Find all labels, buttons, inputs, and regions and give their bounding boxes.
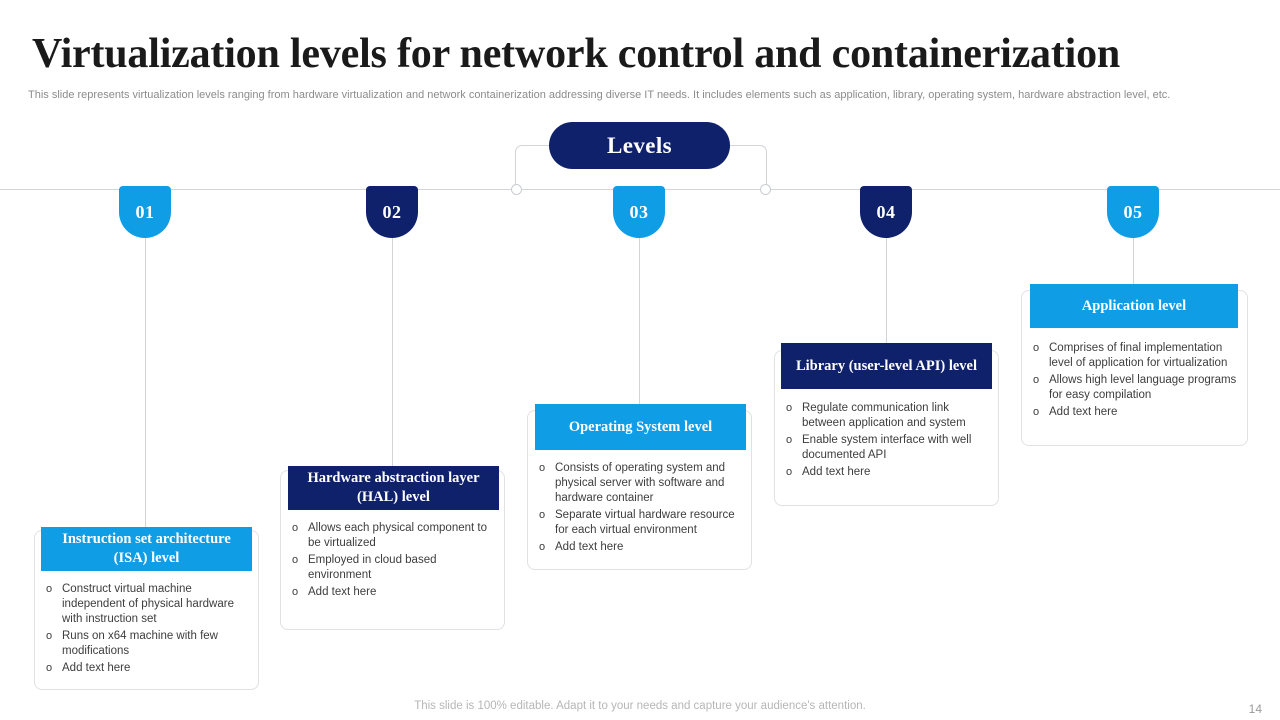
level-card-heading-01: Instruction set architecture (ISA) level <box>41 527 252 571</box>
rail-dot-right-icon <box>760 184 771 195</box>
level-card-bullets-01: o Construct virtual machine independent o… <box>46 582 251 678</box>
bullet-text: Comprises of final implementation level … <box>1049 342 1228 369</box>
connector-stem-03 <box>639 238 640 404</box>
list-item: o Employed in cloud based environment <box>292 553 497 583</box>
level-card-bullets-04: o Regulate communication link between app… <box>786 401 991 482</box>
bullet-text: Add text here <box>555 541 624 553</box>
level-pin-03[interactable]: 03 <box>613 186 665 238</box>
level-card-heading-05: Application level <box>1030 284 1238 328</box>
bullet-text: Add text here <box>308 586 377 598</box>
bullet-text: Enable system interface with well docume… <box>802 434 972 461</box>
bullet-marker-icon: o <box>539 462 546 474</box>
list-item: o Add text here <box>539 540 744 555</box>
list-item: o Add text here <box>46 661 251 676</box>
level-card-bullets-03: o Consists of operating system and physic… <box>539 461 744 557</box>
bullet-marker-icon: o <box>786 402 793 414</box>
bullet-marker-icon: o <box>1033 342 1040 354</box>
bullet-text: Consists of operating system and physica… <box>555 462 726 504</box>
bullet-marker-icon: o <box>539 509 546 521</box>
connector-stem-02 <box>392 238 393 466</box>
connector-stem-01 <box>145 238 146 527</box>
bullet-text: Add text here <box>1049 406 1118 418</box>
page-subtitle: This slide represents virtualization lev… <box>28 89 1171 101</box>
bullet-marker-icon: o <box>1033 374 1040 386</box>
bullet-text: Construct virtual machine independent of… <box>62 583 234 625</box>
list-item: o Runs on x64 machine with few modificati… <box>46 629 251 659</box>
bullet-text: Runs on x64 machine with few modificatio… <box>62 630 218 657</box>
list-item: o Add text here <box>1033 405 1238 420</box>
bullet-marker-icon: o <box>1033 406 1040 418</box>
bullet-text: Allows each physical component to be vir… <box>308 522 487 549</box>
bullet-text: Regulate communication link between appl… <box>802 402 966 429</box>
bullet-marker-icon: o <box>46 583 53 595</box>
level-card-bullets-05: o Comprises of final implementation level… <box>1033 341 1238 422</box>
list-item: o Enable system interface with well docum… <box>786 433 991 463</box>
bullet-text: Separate virtual hardware resource for e… <box>555 509 735 536</box>
level-pin-02[interactable]: 02 <box>366 186 418 238</box>
list-item: o Comprises of final implementation level… <box>1033 341 1238 371</box>
page-number: 14 <box>1248 702 1262 716</box>
level-pin-04[interactable]: 04 <box>860 186 912 238</box>
connector-stem-04 <box>886 238 887 343</box>
bullet-text: Allows high level language programs for … <box>1049 374 1237 401</box>
list-item: o Add text here <box>786 465 991 480</box>
footer-note: This slide is 100% editable. Adapt it to… <box>414 700 866 712</box>
list-item: o Separate virtual hardware resource for … <box>539 508 744 538</box>
bullet-text: Add text here <box>62 662 131 674</box>
list-item: o Consists of operating system and physic… <box>539 461 744 506</box>
level-card-bullets-02: o Allows each physical component to be vi… <box>292 521 497 602</box>
page-title: Virtualization levels for network contro… <box>32 31 1121 77</box>
level-pin-01[interactable]: 01 <box>119 186 171 238</box>
levels-center-badge[interactable]: Levels <box>549 122 730 169</box>
bullet-marker-icon: o <box>46 630 53 642</box>
rail-dot-left-icon <box>511 184 522 195</box>
list-item: o Construct virtual machine independent o… <box>46 582 251 627</box>
level-pin-05[interactable]: 05 <box>1107 186 1159 238</box>
bullet-marker-icon: o <box>786 434 793 446</box>
list-item: o Add text here <box>292 585 497 600</box>
bullet-text: Add text here <box>802 466 871 478</box>
bullet-marker-icon: o <box>786 466 793 478</box>
level-card-heading-04: Library (user-level API) level <box>781 343 992 389</box>
bullet-marker-icon: o <box>292 522 299 534</box>
bullet-text: Employed in cloud based environment <box>308 554 437 581</box>
level-card-heading-03: Operating System level <box>535 404 746 450</box>
list-item: o Regulate communication link between app… <box>786 401 991 431</box>
bullet-marker-icon: o <box>292 586 299 598</box>
bullet-marker-icon: o <box>539 541 546 553</box>
list-item: o Allows high level language programs for… <box>1033 373 1238 403</box>
bullet-marker-icon: o <box>46 662 53 674</box>
connector-stem-05 <box>1133 238 1134 284</box>
bullet-marker-icon: o <box>292 554 299 566</box>
level-card-heading-02: Hardware abstraction layer (HAL) level <box>288 466 499 510</box>
list-item: o Allows each physical component to be vi… <box>292 521 497 551</box>
